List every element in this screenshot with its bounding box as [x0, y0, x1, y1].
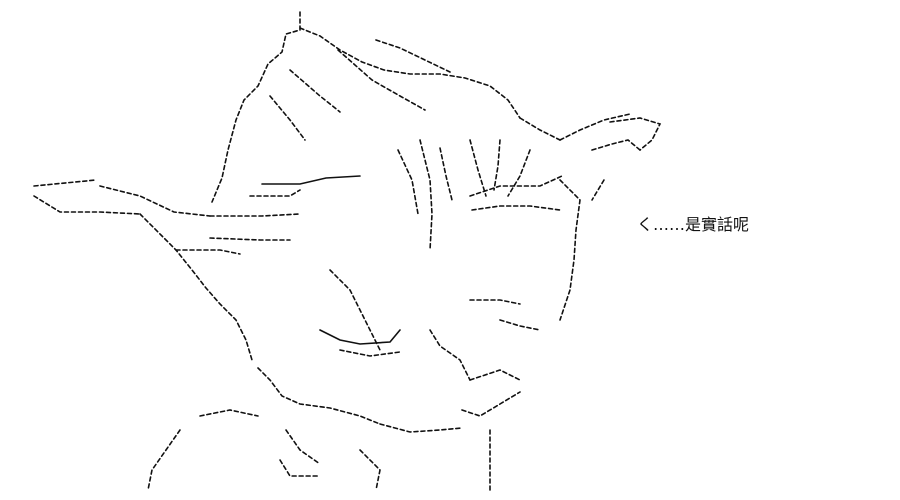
- caption-text: く……是實話呢: [637, 215, 750, 234]
